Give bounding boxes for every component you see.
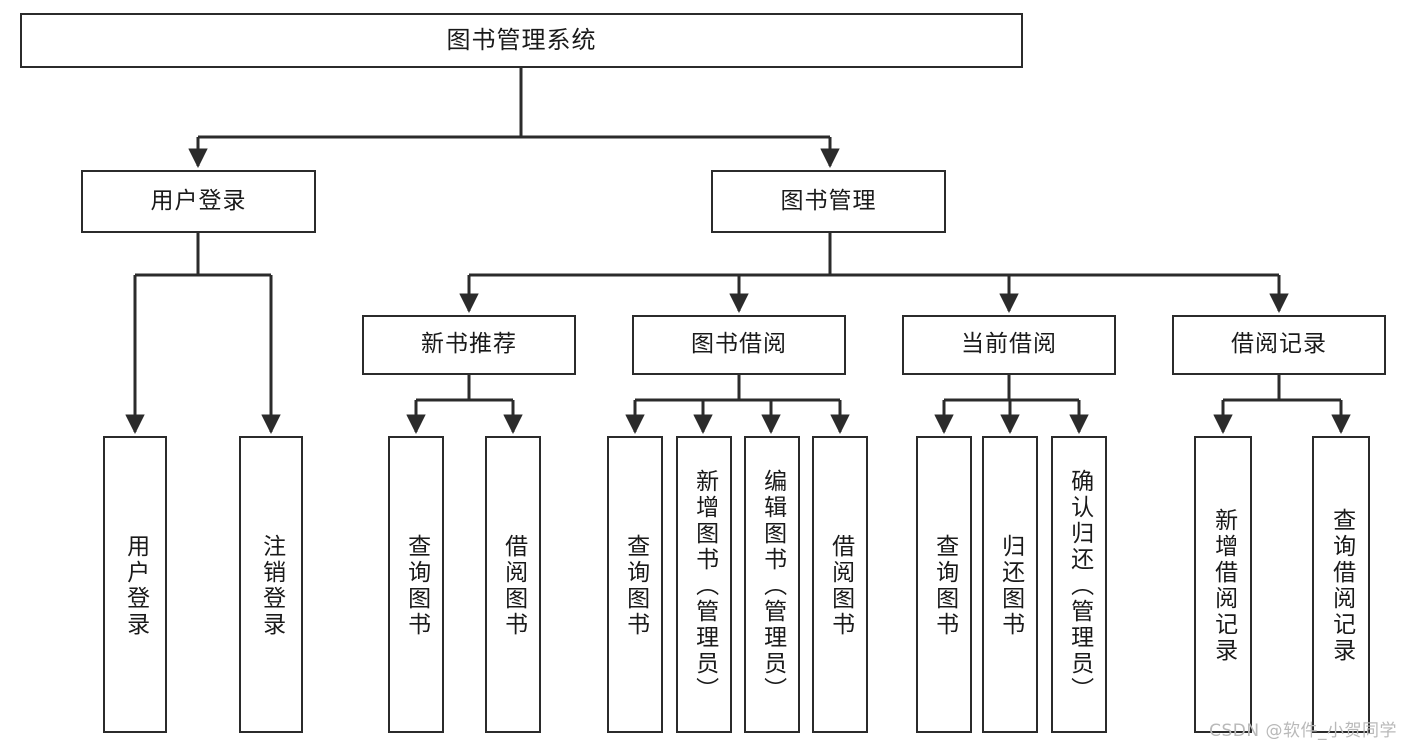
node-new-book-recommend-label: 新书推荐 (421, 331, 517, 358)
leaf-borrow-book-borrow[interactable]: 借阅图书 (812, 436, 868, 733)
leaf-user-login[interactable]: 用户登录 (103, 436, 167, 733)
leaf-return-book-label: 归还图书 (997, 533, 1024, 638)
node-borrow-records[interactable]: 借阅记录 (1172, 315, 1386, 375)
leaf-user-login-label: 用户登录 (122, 533, 149, 638)
leaf-query-book-newbook[interactable]: 查询图书 (388, 436, 444, 733)
leaf-borrow-book-newbook[interactable]: 借阅图书 (485, 436, 541, 733)
leaf-query-book-borrow[interactable]: 查询图书 (607, 436, 663, 733)
node-borrow-records-label: 借阅记录 (1231, 331, 1327, 358)
node-book-management[interactable]: 图书管理 (711, 170, 946, 233)
leaf-borrow-book-newbook-label: 借阅图书 (500, 533, 527, 638)
node-book-borrow-label: 图书借阅 (691, 331, 787, 358)
leaf-edit-book-admin[interactable]: 编辑图书（管理员） (744, 436, 800, 733)
leaf-query-book-borrow-label: 查询图书 (622, 533, 649, 638)
leaf-query-borrow-record[interactable]: 查询借阅记录 (1312, 436, 1370, 733)
leaf-confirm-return-admin-label: 确认归还（管理员） (1066, 468, 1093, 703)
leaf-add-book-admin-label: 新增图书（管理员） (691, 468, 718, 703)
leaf-query-book-current-label: 查询图书 (931, 533, 958, 638)
leaf-borrow-book-borrow-label: 借阅图书 (827, 533, 854, 638)
leaf-add-borrow-record[interactable]: 新增借阅记录 (1194, 436, 1252, 733)
node-new-book-recommend[interactable]: 新书推荐 (362, 315, 576, 375)
node-book-borrow[interactable]: 图书借阅 (632, 315, 846, 375)
node-root[interactable]: 图书管理系统 (20, 13, 1023, 68)
csdn-watermark: CSDN @软件_小贺同学 (1209, 721, 1397, 741)
node-current-borrow-label: 当前借阅 (961, 331, 1057, 358)
node-user-login[interactable]: 用户登录 (81, 170, 316, 233)
leaf-query-book-current[interactable]: 查询图书 (916, 436, 972, 733)
node-book-management-label: 图书管理 (780, 187, 877, 214)
node-user-login-label: 用户登录 (150, 187, 247, 214)
leaf-logout-label: 注销登录 (258, 533, 285, 638)
leaf-confirm-return-admin[interactable]: 确认归还（管理员） (1051, 436, 1107, 733)
node-root-label: 图书管理系统 (446, 26, 597, 55)
leaf-add-borrow-record-label: 新增借阅记录 (1210, 507, 1237, 664)
leaf-add-book-admin[interactable]: 新增图书（管理员） (676, 436, 732, 733)
node-current-borrow[interactable]: 当前借阅 (902, 315, 1116, 375)
leaf-return-book[interactable]: 归还图书 (982, 436, 1038, 733)
leaf-logout[interactable]: 注销登录 (239, 436, 303, 733)
leaf-query-borrow-record-label: 查询借阅记录 (1328, 507, 1355, 664)
leaf-query-book-newbook-label: 查询图书 (403, 533, 430, 638)
leaf-edit-book-admin-label: 编辑图书（管理员） (759, 468, 786, 703)
